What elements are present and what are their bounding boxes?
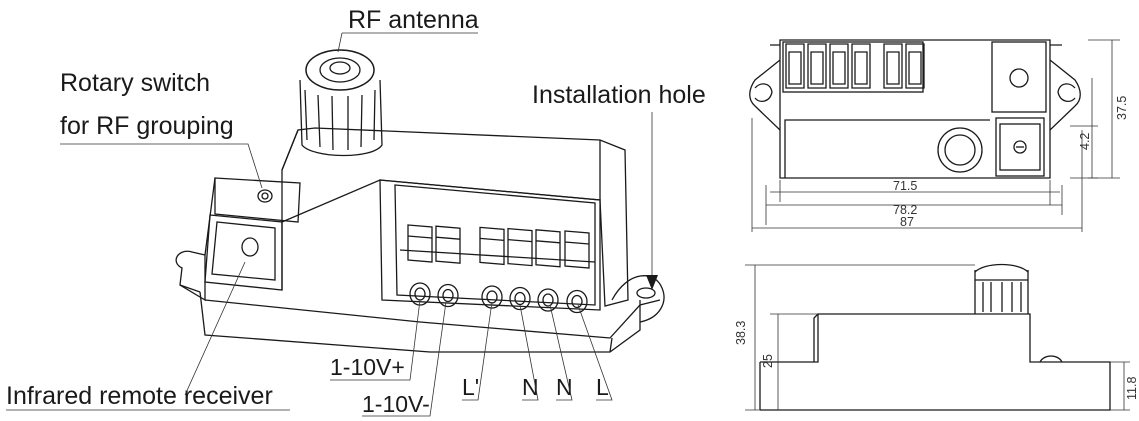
label-rf-antenna: RF antenna bbox=[348, 6, 479, 34]
base-body bbox=[199, 291, 641, 353]
terminal-clamp bbox=[407, 224, 433, 263]
label-infrared: Infrared remote receiver bbox=[6, 382, 273, 410]
terminal-clamp bbox=[435, 225, 461, 264]
terminal-clamp bbox=[564, 230, 590, 269]
left-block bbox=[214, 177, 301, 223]
label-n1: N bbox=[522, 374, 539, 400]
mounting-lug-right bbox=[611, 275, 665, 323]
installation-hole bbox=[636, 287, 656, 299]
top-terminal bbox=[905, 43, 925, 89]
terminal-screw-icon bbox=[409, 282, 431, 306]
base-flange-left bbox=[175, 250, 206, 302]
dim-87: 87 bbox=[900, 215, 914, 229]
dim-25: 25 bbox=[761, 354, 775, 368]
terminal-clamp bbox=[507, 227, 533, 267]
terminal-clamp bbox=[535, 229, 561, 268]
label-n2: N bbox=[556, 374, 573, 400]
upper-housing bbox=[281, 127, 629, 307]
label-l-prime: L' bbox=[462, 374, 479, 400]
dim-4-2: 4.2 bbox=[1078, 133, 1092, 150]
top-view: 71.5 78.2 87 37.5 4.2 bbox=[749, 39, 1129, 232]
dim-11-8: 11.8 bbox=[1125, 377, 1139, 400]
dim-38-3: 38.3 bbox=[734, 321, 748, 345]
rotary-switch-icon bbox=[257, 189, 273, 203]
label-1-10v-minus: 1-10V- bbox=[362, 391, 430, 417]
label-l: L bbox=[596, 374, 609, 400]
terminal-screw-icon bbox=[481, 285, 503, 309]
rf-antenna-knob bbox=[299, 49, 383, 157]
top-terminal bbox=[785, 43, 805, 89]
side-view: 38.3 25 11.8 bbox=[734, 263, 1139, 411]
dim-78-2: 78.2 bbox=[893, 203, 917, 217]
terminal-screw-icon bbox=[437, 283, 459, 308]
terminal-clamp bbox=[479, 226, 505, 266]
label-rotary-line2: for RF grouping bbox=[60, 112, 234, 140]
label-1-10v-plus: 1-10V+ bbox=[330, 354, 405, 380]
top-terminal bbox=[807, 43, 827, 89]
terminal-screw-icon bbox=[537, 288, 559, 312]
label-rotary-line1: Rotary switch bbox=[60, 69, 210, 97]
label-installation-hole: Installation hole bbox=[532, 81, 706, 109]
terminal-screw-icon bbox=[566, 289, 588, 314]
ir-receiver-icon bbox=[241, 237, 259, 257]
top-terminal bbox=[883, 43, 903, 89]
top-terminal bbox=[829, 43, 849, 89]
terminal-block bbox=[379, 179, 601, 314]
top-terminal bbox=[851, 43, 871, 89]
dim-37-5: 37.5 bbox=[1115, 96, 1129, 120]
terminal-screw-icon bbox=[509, 286, 531, 311]
dim-71-5: 71.5 bbox=[893, 179, 917, 193]
perspective-view bbox=[175, 49, 665, 353]
